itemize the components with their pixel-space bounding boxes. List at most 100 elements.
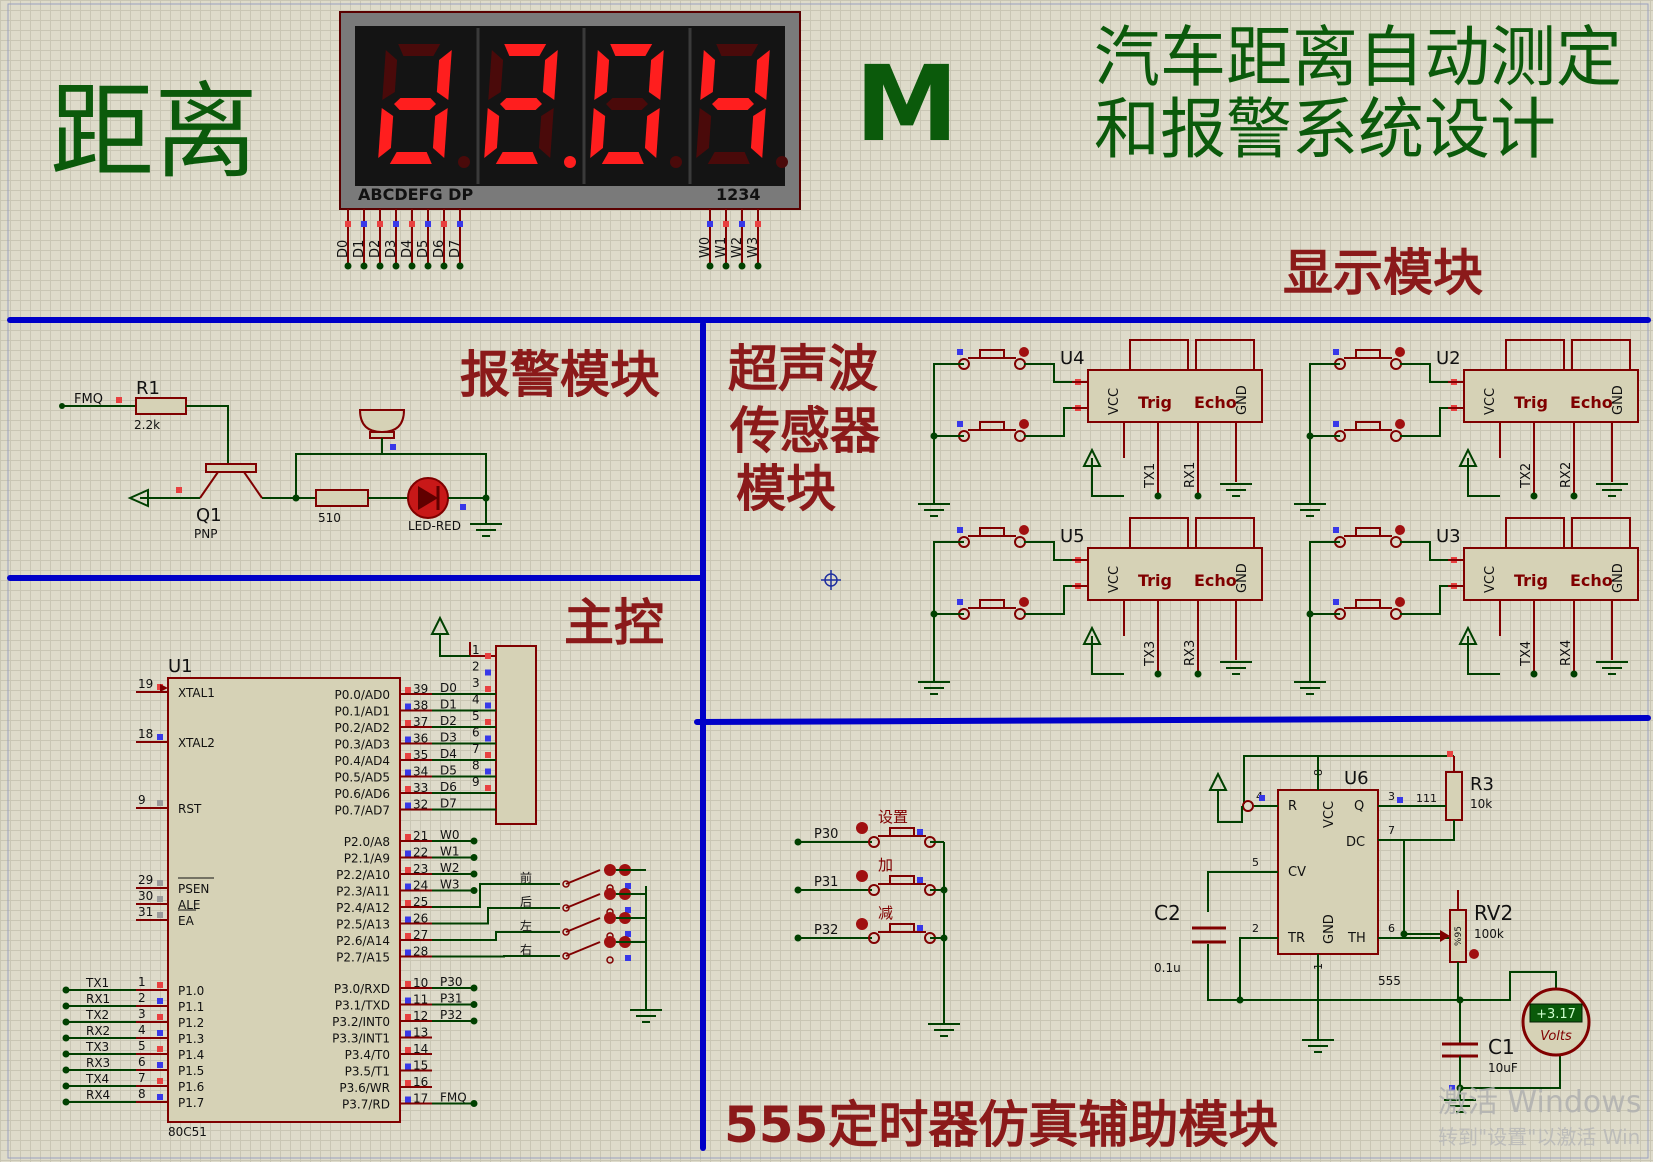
mcu-pin-num: 38 [413,699,428,713]
display-pin-D7: D7 [448,240,463,258]
segment-e [696,108,712,158]
r1-label: R1 [136,378,160,399]
ground-icon [1220,661,1252,675]
segment-b [542,50,558,100]
mcu-pin-num: 10 [413,976,428,990]
ground-icon [1302,1039,1334,1053]
voltmeter-lcd [1529,1003,1583,1023]
pin-cv: CV [1288,865,1306,880]
sensor-gnd-pin: GND [1611,563,1626,593]
sensor-transducer-2 [1195,339,1255,371]
mcu-pin-num: 36 [413,732,428,746]
mcu-pin-num: 28 [413,945,428,959]
mcu-pin-num: 15 [413,1059,428,1073]
mcu-pin-p1.0: P1.0 [178,984,204,998]
digit-3 [696,44,788,168]
mcu-pin-num: 12 [413,1009,428,1023]
sensor-vcc-pin: VCC [1107,388,1122,415]
mcu-net-D0: D0 [440,681,457,695]
pin-r: R [1288,799,1297,814]
pin-num-5: 5 [1252,856,1259,869]
sensor-module-label-1: 超声波 [728,340,878,398]
mcu-net-RX3: RX3 [86,1056,110,1070]
vcc-arrow-icon [1458,625,1478,645]
mcu-net-RX4: RX4 [86,1088,110,1102]
display-pin-D2: D2 [368,240,383,258]
mcu-net-P32: P32 [440,1008,463,1022]
distance-label: 距离 [50,71,258,193]
digit-2 [590,44,682,168]
mcu-pin-num: 39 [413,682,428,696]
r3-extra-label: 111 [1416,792,1437,805]
display-pin-W2: W2 [730,237,745,258]
mcu-pin-num: 30 [138,889,153,903]
mcu-pin-num: 35 [413,748,428,762]
sensor-transducer-1 [1129,517,1189,549]
resistor-510 [315,489,369,507]
mcu-name: U1 [168,656,193,677]
decimal-point [776,156,788,168]
segment-f [488,50,504,100]
mcu-pin-p2-3-a11: P2.3/A11 [336,885,390,899]
mcu-pin-p1.4: P1.4 [178,1048,204,1062]
mcu-pin-p0-0-ad0: P0.0/AD0 [335,688,390,702]
r3-value: 10k [1470,797,1492,811]
pin-num-7: 7 [1388,824,1395,837]
mcu-pin-num: 31 [138,905,153,919]
sensor-body [1087,547,1263,601]
button-set-label: 设置 [878,808,908,826]
buzzer-icon [358,409,406,434]
mcu-pin-num: 17 [413,1092,428,1106]
sensor-echo-pin: Echo [1194,571,1237,590]
ground-icon [918,503,950,517]
push-button-icon [958,527,1026,548]
resistor-r3 [1445,771,1463,821]
mcu-net-TX2: TX2 [85,1008,109,1022]
chip-555-label: 555 [1378,974,1401,988]
display-pin-W0: W0 [698,237,713,258]
sensor-vcc-pin: VCC [1483,388,1498,415]
transistor-q1 [205,463,257,473]
pin-th: TH [1347,931,1366,946]
mcu-pin-p0-6-ad6: P0.6/AD6 [335,787,390,801]
pin-tr: TR [1287,931,1305,946]
display-pin-D1: D1 [352,240,367,258]
mcu-pin-xtal2: XTAL2 [178,736,215,750]
segment-b [648,50,664,100]
mcu-pin-p3-6-wr: P3.6/WR [339,1081,390,1095]
mcu-pin-p2-2-a10: P2.2/A10 [336,868,390,882]
sensor-body [1087,369,1263,423]
sensor-transducer-1 [1505,517,1565,549]
sensor-tx-net: TX1 [1143,463,1158,489]
mcu-pin-p0-2-ad2: P0.2/AD2 [335,721,390,735]
sensor-name: U2 [1436,348,1461,369]
display-pin-D4: D4 [400,240,415,258]
mcu-pin-p3-3-int1: P3.3/INT1 [332,1032,390,1046]
push-button-icon [958,421,1026,442]
segment-b [436,50,452,100]
digit-1 [484,44,576,168]
segment-g [500,98,543,110]
display-pin-D3: D3 [384,240,399,258]
mcu-pin-rst: RST [178,802,202,816]
sensor-name: U5 [1060,526,1085,547]
segment-a [716,44,759,56]
segment-c [750,108,766,158]
ground-icon [1596,483,1628,497]
alarm-circuit: FMQ R1 2.2k Q1 PNP 510 LED-RED [59,378,502,541]
push-button-icon [1334,527,1402,548]
respack-pin: 6 [472,726,480,740]
respack-pin: 2 [472,660,480,674]
ground-icon [1294,503,1326,517]
segment-e [484,108,500,158]
led-label: LED-RED [408,519,461,533]
mcu-pin-p1.2: P1.2 [178,1016,204,1030]
mcu-pin-num: 18 [138,727,153,741]
section-dividers [7,317,1651,1151]
sensor-transducer-2 [1571,517,1631,549]
vcc-arrow-icon [1082,625,1102,645]
mcu-pin-num: 11 [413,993,428,1007]
